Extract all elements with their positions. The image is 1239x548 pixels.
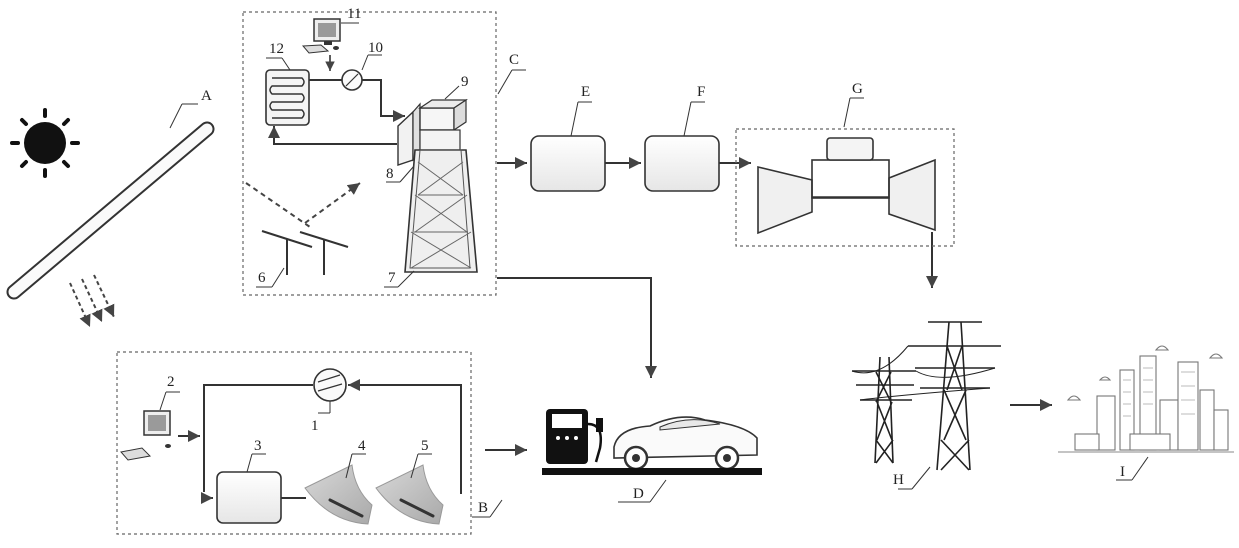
heliostat-icon <box>261 230 349 275</box>
pump-icon <box>341 69 363 91</box>
computer-icon <box>120 410 171 461</box>
label-f: F <box>697 84 705 100</box>
unit-f-box <box>644 135 720 192</box>
label-6: 6 <box>258 270 266 286</box>
label-i: I <box>1120 464 1125 480</box>
piping-b <box>178 379 462 504</box>
label-11: 11 <box>347 6 361 22</box>
label-g: G <box>852 81 863 97</box>
unit-e-box <box>530 135 606 192</box>
road-surface <box>542 468 762 475</box>
label-d: D <box>633 486 644 502</box>
collector-tube <box>6 121 215 300</box>
receiver-icon <box>397 98 468 166</box>
transmission-tower-icon <box>851 321 1001 471</box>
label-1: 1 <box>311 418 319 434</box>
label-4: 4 <box>358 438 366 454</box>
label-5: 5 <box>421 438 429 454</box>
flow-arrows <box>485 157 1052 456</box>
sun-icon <box>10 108 80 178</box>
computer-icon <box>301 18 341 54</box>
label-3: 3 <box>254 438 262 454</box>
turbine-generator-icon <box>757 137 936 235</box>
label-7: 7 <box>388 270 396 286</box>
label-2: 2 <box>167 374 175 390</box>
label-b: B <box>478 500 488 516</box>
solar-tower <box>404 149 478 273</box>
unit-3-box <box>216 471 282 524</box>
pump-icon <box>313 368 347 402</box>
solar-rays <box>69 274 115 328</box>
label-12: 12 <box>269 41 284 57</box>
label-a: A <box>201 88 212 104</box>
car-icon <box>613 416 758 471</box>
system-c-box <box>242 11 497 296</box>
label-10: 10 <box>368 40 383 56</box>
system-g-box <box>735 128 955 247</box>
label-8: 8 <box>386 166 394 182</box>
label-h: H <box>893 472 904 488</box>
label-a-leader2 <box>169 103 183 129</box>
label-c: C <box>509 52 519 68</box>
piping-c <box>268 79 405 145</box>
fuel-station-icon <box>546 409 603 464</box>
system-b-box <box>116 351 472 535</box>
label-9: 9 <box>461 74 469 90</box>
city-skyline-icon <box>1058 345 1234 453</box>
heat-exchanger-icon <box>265 69 310 126</box>
reflected-rays <box>245 182 361 228</box>
parabolic-trough-icon <box>304 464 444 525</box>
label-e: E <box>581 84 590 100</box>
